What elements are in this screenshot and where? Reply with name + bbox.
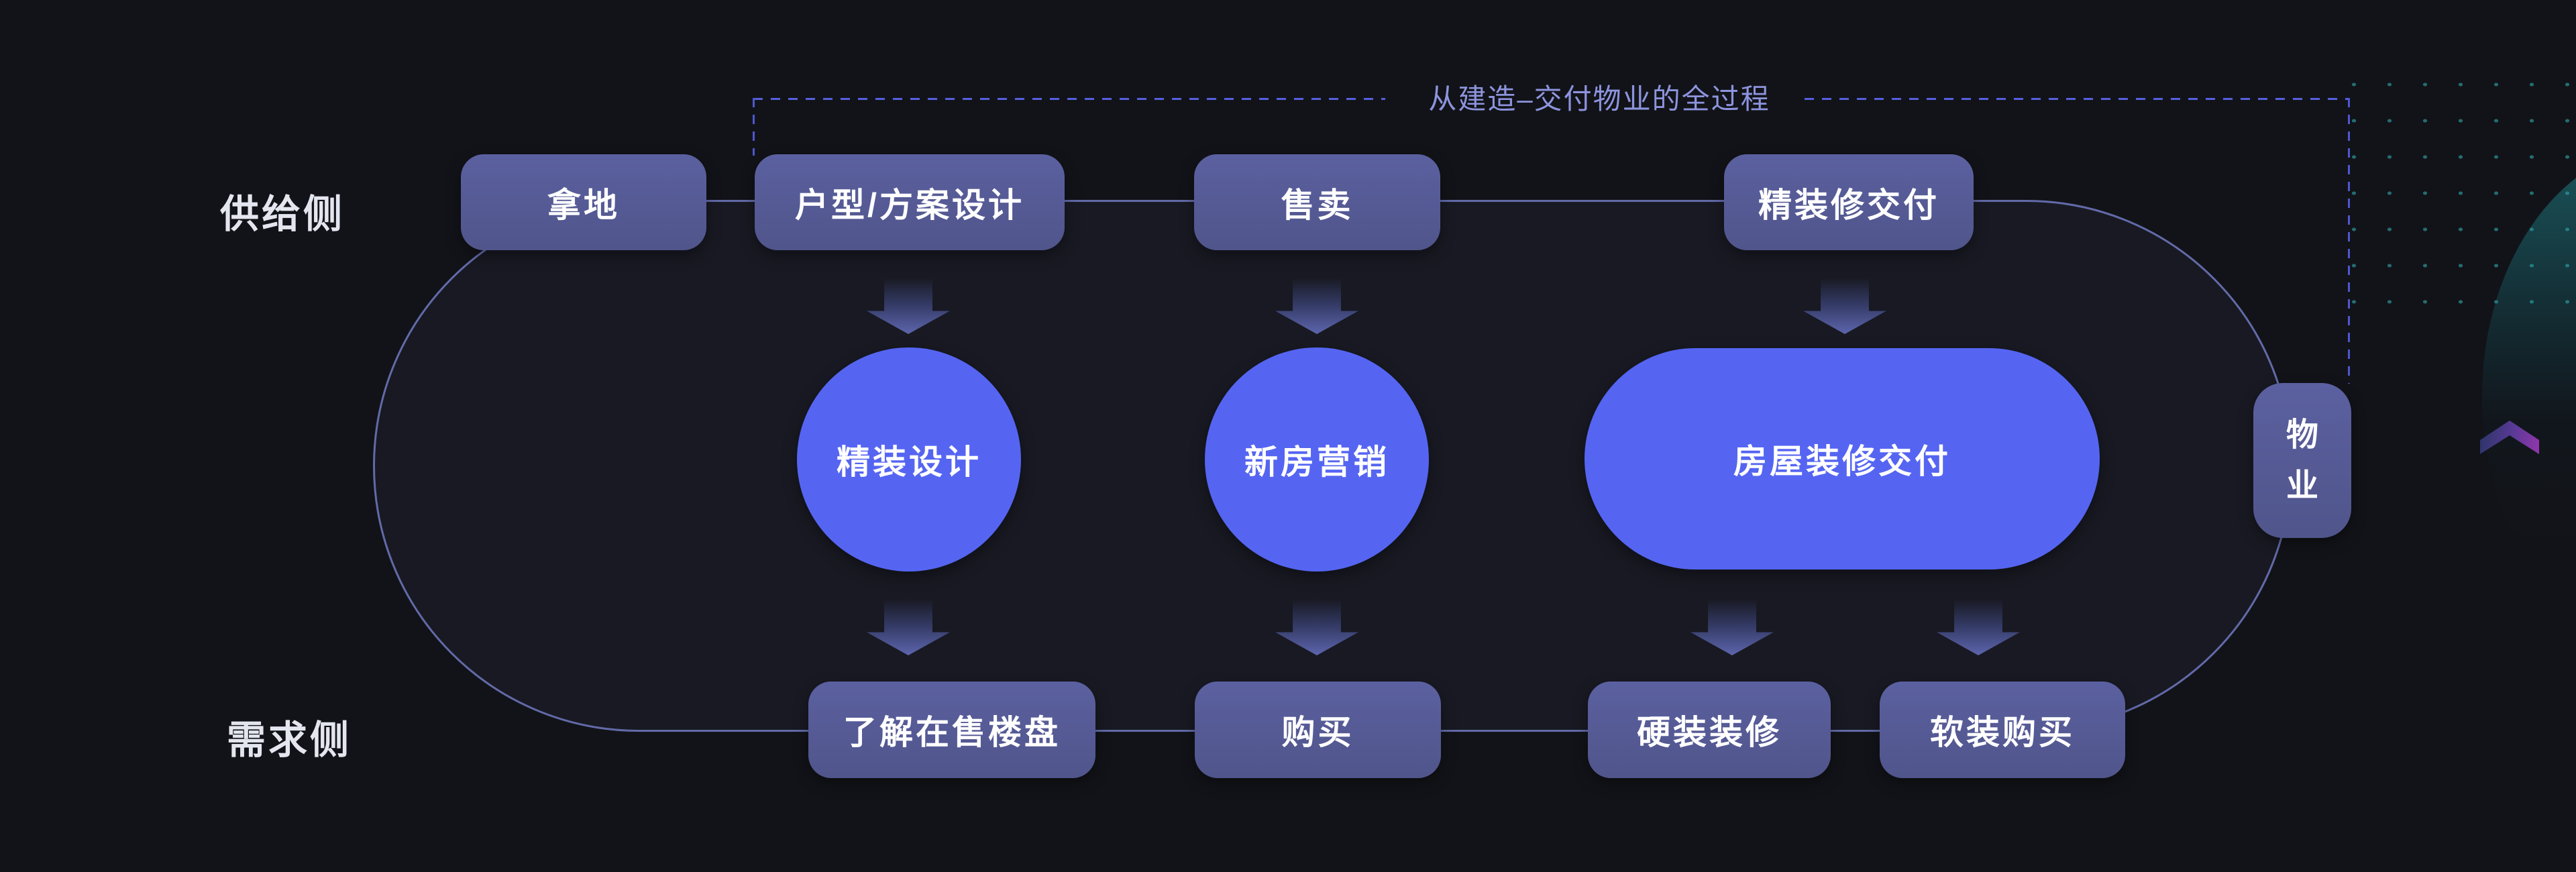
property-char-top: 物 <box>2286 417 2318 453</box>
demand-node-purchase: 购买 <box>1195 682 1441 778</box>
bracket-dash-top-left <box>753 98 1385 100</box>
supply-side-label: 供给侧 <box>219 193 345 236</box>
supply-node-land-acquisition: 拿地 <box>461 154 706 250</box>
teal-dot-grid-decor <box>2351 82 2576 313</box>
property-management-node: 物 业 <box>2253 383 2351 538</box>
supply-node-furnished-delivery: 精装修交付 <box>1724 154 1974 250</box>
supply-node-selling: 售卖 <box>1194 154 1440 250</box>
demand-node-soft-furnishing: 软装购买 <box>1880 682 2125 778</box>
demand-node-browse-listings: 了解在售楼盘 <box>808 682 1095 778</box>
demand-side-label: 需求侧 <box>226 718 352 762</box>
property-char-bottom: 业 <box>2286 468 2318 504</box>
bracket-label: 从建造–交付物业的全过程 <box>1428 83 1770 115</box>
core-node-renovation-delivery: 房屋装修交付 <box>1585 348 2100 569</box>
core-node-new-home-marketing: 新房营销 <box>1205 347 1429 571</box>
bracket-dash-vertical-right <box>2348 98 2350 384</box>
bracket-dash-vertical-left <box>753 98 755 156</box>
core-node-decoration-design: 精装设计 <box>797 347 1021 571</box>
supply-node-floorplan-design: 户型/方案设计 <box>755 154 1065 250</box>
bracket-dash-top-right <box>1805 98 2349 100</box>
demand-node-hard-renovation: 硬装装修 <box>1588 682 1831 778</box>
